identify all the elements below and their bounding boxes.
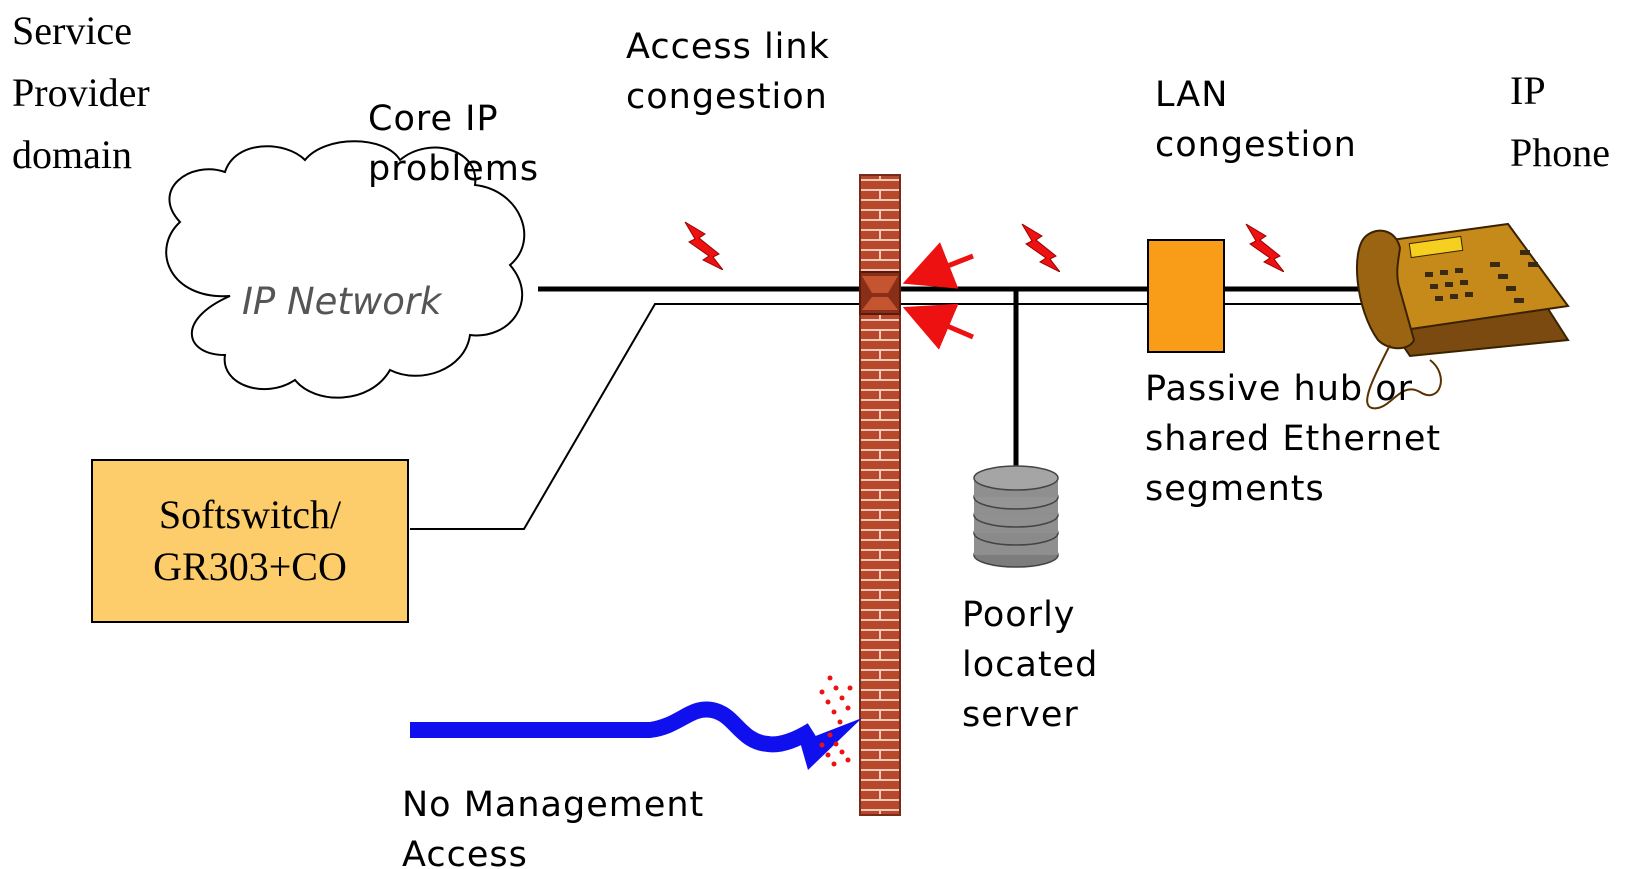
core-ip-problems-label: Core IP problems bbox=[368, 99, 540, 189]
passive-hub-label: Passive hub or shared Ethernet segments bbox=[1145, 369, 1442, 509]
ip-phone-label: IP Phone bbox=[1510, 68, 1610, 175]
no-management-access-label: No Management Access bbox=[402, 785, 705, 869]
blocked-sparks bbox=[819, 675, 853, 767]
poorly-located-server-label: Poorly located server bbox=[962, 595, 1099, 735]
service-provider-domain-label: Service Provider domain bbox=[12, 8, 150, 177]
cloud-icon bbox=[165, 140, 526, 399]
firewall-icon bbox=[859, 174, 901, 816]
congestion-arrows bbox=[902, 242, 974, 350]
lightning-icon-lan bbox=[1021, 223, 1060, 272]
passive-hub-box bbox=[1147, 239, 1225, 353]
softswitch-label: Softswitch/ GR303+CO bbox=[153, 492, 347, 589]
lightning-icon-access bbox=[684, 221, 723, 270]
access-link-congestion-label: Access link congestion bbox=[626, 27, 830, 117]
lan-congestion-label: LAN congestion bbox=[1155, 75, 1357, 165]
server-disk-icon bbox=[973, 465, 1059, 568]
management-arrow bbox=[410, 701, 862, 770]
ip-phone-icon bbox=[1355, 222, 1570, 410]
softswitch-box bbox=[91, 459, 409, 623]
lightning-icon-phone bbox=[1245, 223, 1284, 272]
ip-network-label: IP Network bbox=[242, 280, 442, 323]
